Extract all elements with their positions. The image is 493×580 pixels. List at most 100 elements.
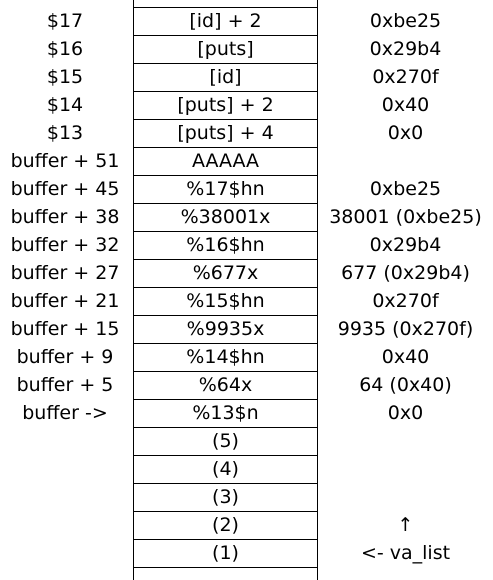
row-label: buffer + 27: [10, 262, 120, 284]
stack-cell-content: %677x: [192, 262, 259, 284]
stack-row: buffer + 38 %38001x 38001 (0xbe25): [0, 203, 493, 231]
stack-row: buffer -> %13$n 0x0: [0, 399, 493, 427]
stack-row: buffer + 32 %16$hn 0x29b4: [0, 231, 493, 259]
row-label: buffer + 38: [10, 206, 120, 228]
stack-cell-divider: [133, 343, 317, 344]
row-label: $14: [46, 94, 84, 116]
stack-cell-content: [puts]: [197, 38, 254, 60]
stack-cell-divider: [133, 63, 317, 64]
stack-cell-content: [id]: [209, 66, 242, 88]
stack-row: (1) <- va_list: [0, 539, 493, 567]
stack-cell-content: %13$n: [192, 402, 259, 424]
row-value: 0x0: [387, 402, 424, 424]
stack-row: (2) ↑: [0, 511, 493, 539]
stack-cell-content: [puts] + 4: [177, 122, 274, 144]
stack-cell-divider: [133, 203, 317, 204]
row-value: 0xbe25: [369, 10, 442, 32]
stack-cell-content: AAAAA: [191, 150, 260, 172]
row-value: 0x270f: [372, 66, 439, 88]
row-label: $16: [46, 38, 84, 60]
up-arrow-icon: ↑: [397, 514, 414, 536]
row-value: 0xbe25: [369, 178, 442, 200]
stack-cell-content: %64x: [198, 374, 253, 396]
row-value: 0x270f: [372, 290, 439, 312]
row-value: 9935 (0x270f): [337, 318, 474, 340]
row-value: 0x40: [381, 94, 430, 116]
stack-cell-divider: [133, 455, 317, 456]
row-label: buffer + 15: [10, 318, 120, 340]
stack-row: $13 [puts] + 4 0x0: [0, 119, 493, 147]
stack-cell-divider: [133, 119, 317, 120]
stack-row: buffer + 27 %677x 677 (0x29b4): [0, 259, 493, 287]
stack-cell-divider: [133, 7, 317, 8]
stack-row: (5): [0, 427, 493, 455]
stack-row: $17 [id] + 2 0xbe25: [0, 7, 493, 35]
stack-cell-divider: [133, 231, 317, 232]
row-label: [0, 455, 130, 483]
stack-cell-content: (4): [212, 458, 239, 480]
stack-left-border: [133, 0, 134, 580]
stack-cell-content: [puts] + 2: [177, 94, 274, 116]
row-value: [318, 455, 493, 483]
row-label: buffer ->: [22, 402, 108, 424]
stack-row: buffer + 45 %17$hn 0xbe25: [0, 175, 493, 203]
stack-row: $14 [puts] + 2 0x40: [0, 91, 493, 119]
row-label: buffer + 9: [16, 346, 114, 368]
row-value: 38001 (0xbe25): [329, 206, 482, 228]
stack-cell-divider: [133, 35, 317, 36]
row-label: $17: [46, 10, 84, 32]
stack-cell-divider: [133, 91, 317, 92]
stack-cell-divider: [133, 427, 317, 428]
stack-cell-divider: [133, 399, 317, 400]
stack-cell-divider: [133, 539, 317, 540]
stack-cell-content: (3): [212, 486, 239, 508]
stack-row: $16 [puts] 0x29b4: [0, 35, 493, 63]
row-label: [0, 539, 130, 567]
stack-cell-divider: [133, 483, 317, 484]
row-label: [0, 511, 130, 539]
row-label: buffer + 21: [10, 290, 120, 312]
row-value: 677 (0x29b4): [341, 262, 470, 284]
row-value: [318, 483, 493, 511]
stack-row: (3): [0, 483, 493, 511]
stack-cell-content: [id] + 2: [189, 10, 262, 32]
row-value: 0x29b4: [369, 234, 442, 256]
stack-row: buffer + 51 AAAAA: [0, 147, 493, 175]
stack-cell-content: (1): [212, 542, 239, 564]
stack-cell-content: (2): [212, 514, 239, 536]
stack-row: $15 [id] 0x270f: [0, 63, 493, 91]
row-value: 0x0: [387, 122, 424, 144]
row-label: buffer + 32: [10, 234, 120, 256]
stack-cell-content: %38001x: [180, 206, 271, 228]
row-value: [318, 147, 493, 175]
stack-cell-content: %14$hn: [186, 346, 265, 368]
row-label: $15: [46, 66, 84, 88]
stack-cell-divider: [133, 567, 317, 568]
stack-cell-content: %9935x: [186, 318, 265, 340]
stack-cell-divider: [133, 147, 317, 148]
stack-row: (4): [0, 455, 493, 483]
stack-cell-content: %16$hn: [186, 234, 265, 256]
stack-right-border: [317, 0, 318, 580]
row-value: 0x29b4: [369, 38, 442, 60]
stack-cell-divider: [133, 371, 317, 372]
stack-cell-divider: [133, 511, 317, 512]
row-label: buffer + 51: [10, 150, 120, 172]
row-label: [0, 427, 130, 455]
row-label: $13: [46, 122, 84, 144]
row-label: buffer + 5: [16, 374, 114, 396]
stack-cell-divider: [133, 175, 317, 176]
stack-cell-divider: [133, 287, 317, 288]
row-value: [318, 427, 493, 455]
stack-cell-divider: [133, 315, 317, 316]
stack-cell-content: %17$hn: [186, 178, 265, 200]
stack-row: buffer + 15 %9935x 9935 (0x270f): [0, 315, 493, 343]
row-label: buffer + 45: [10, 178, 120, 200]
stack-cell-divider: [133, 259, 317, 260]
row-value: <- va_list: [360, 542, 451, 564]
row-label: [0, 483, 130, 511]
